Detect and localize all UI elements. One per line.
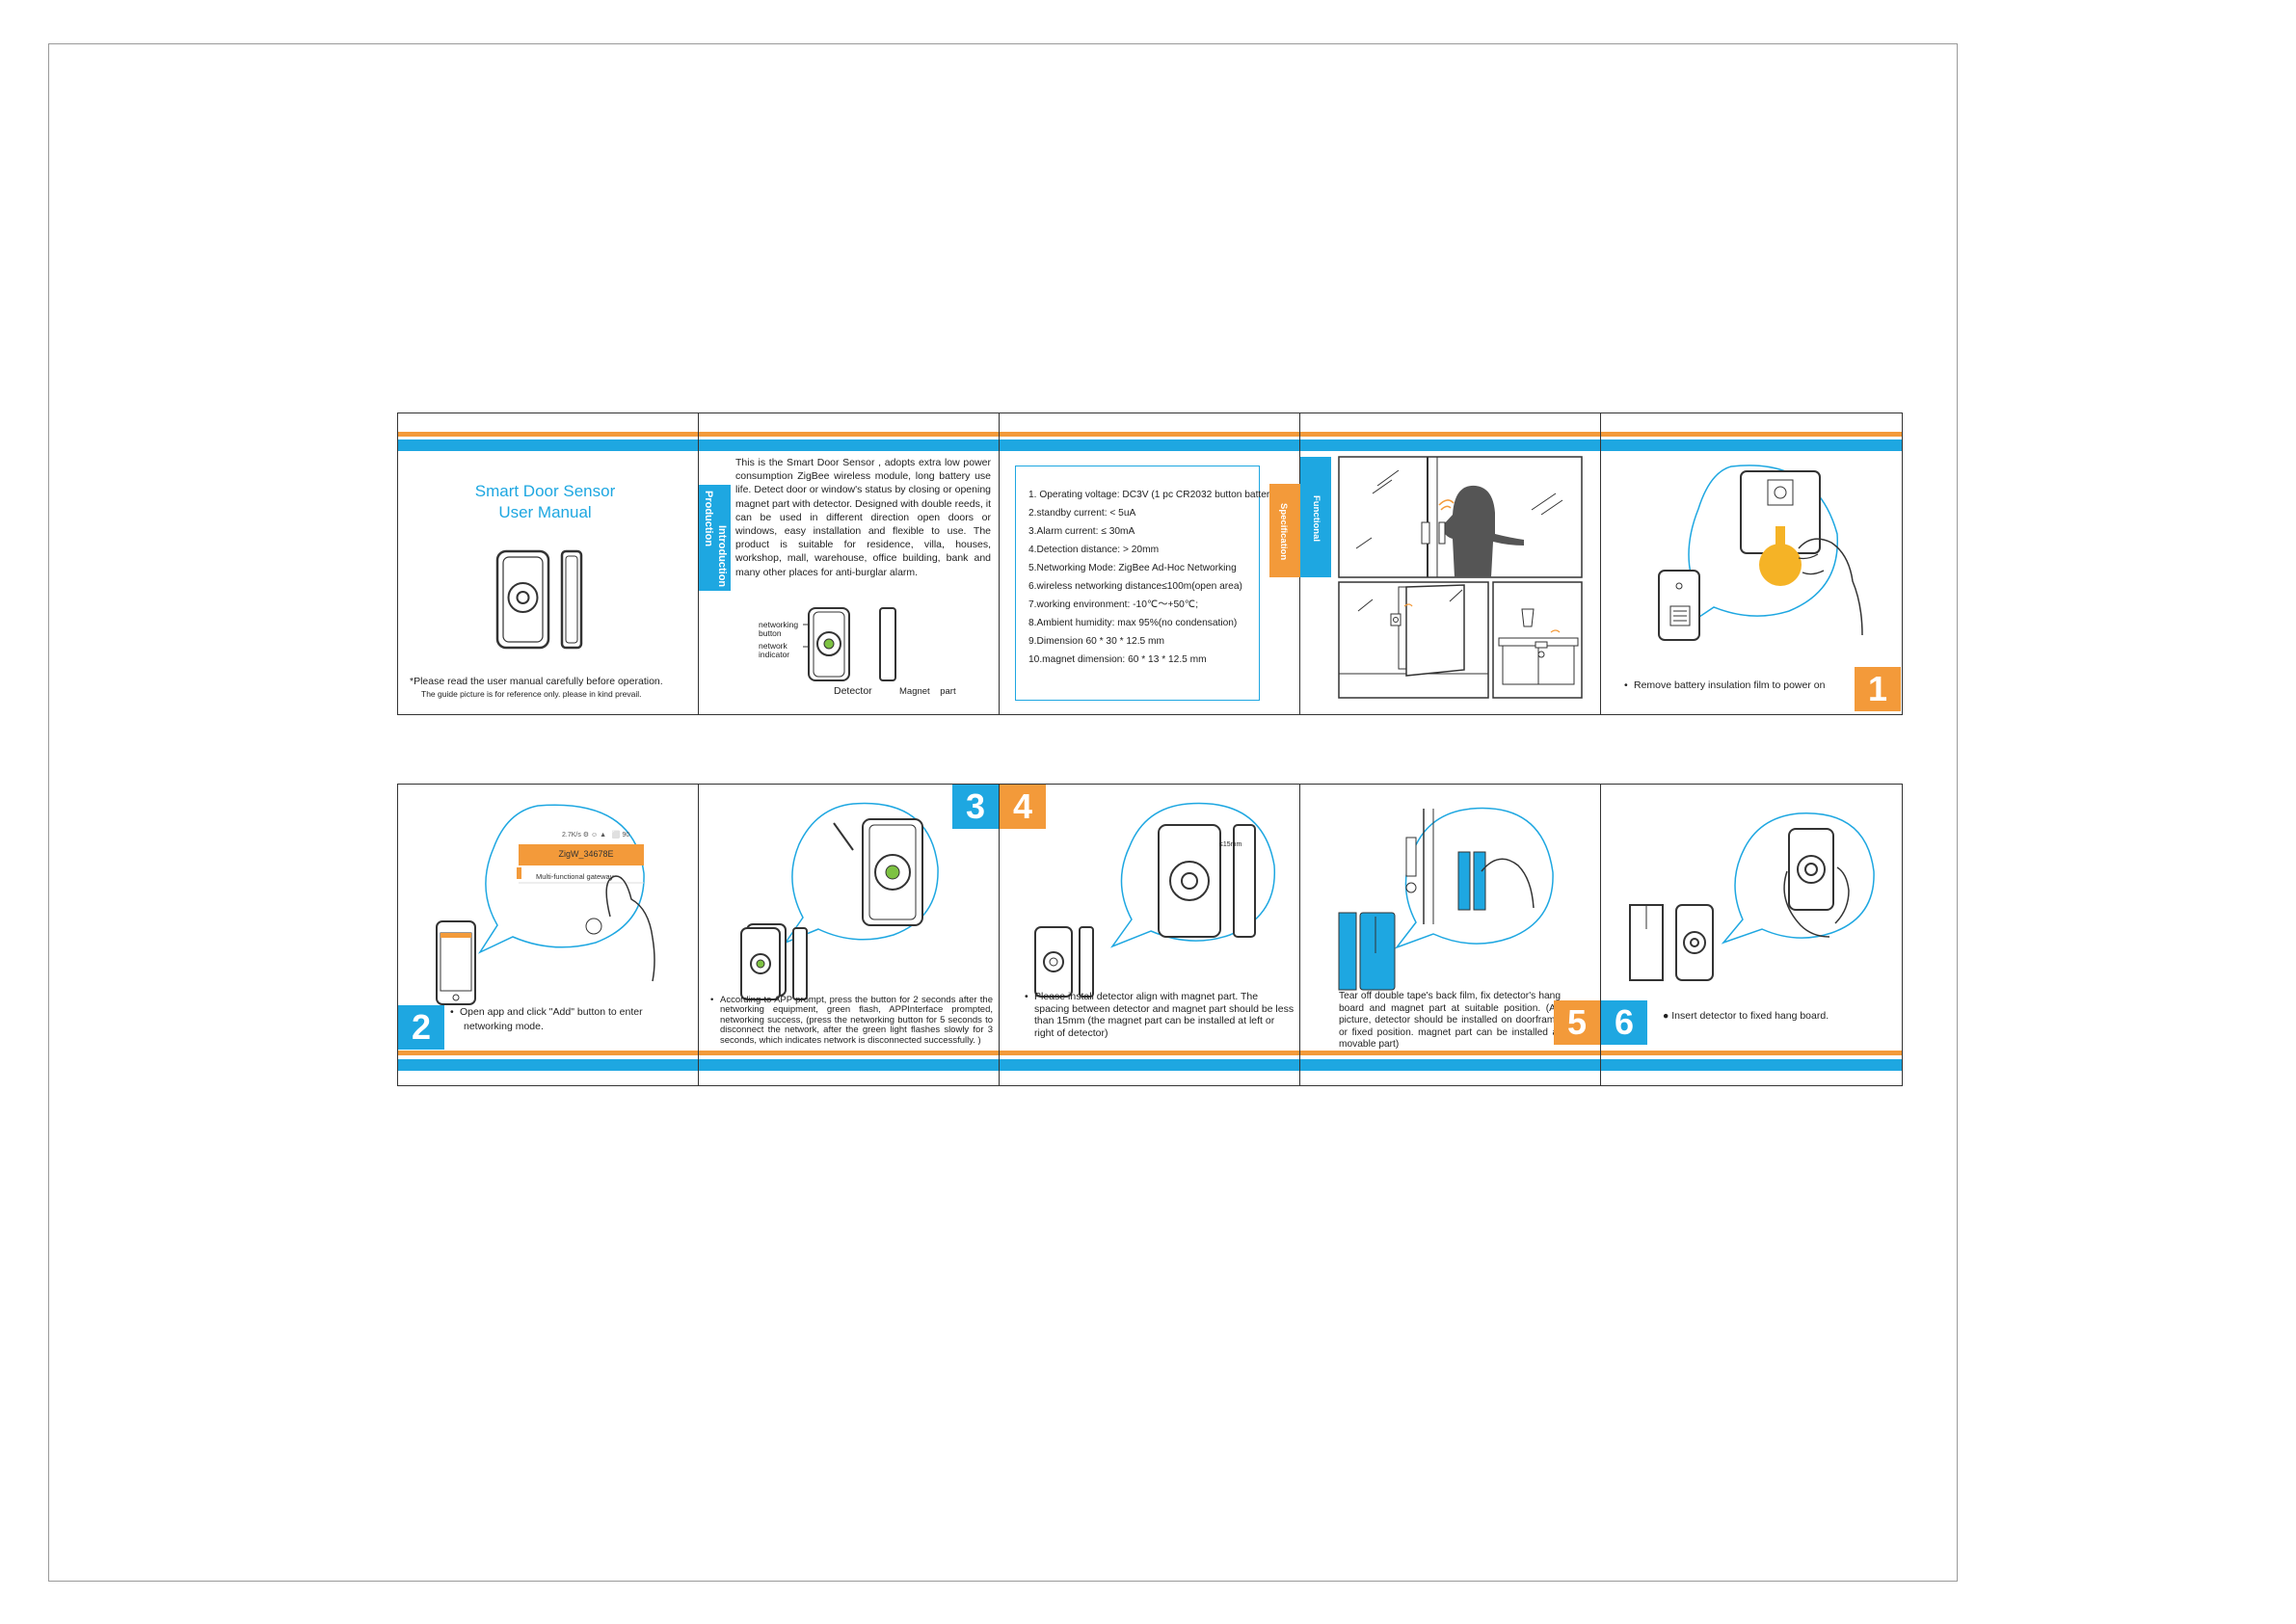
panel-step-3: 3 According to APP prompt, press the but…	[699, 785, 1000, 1085]
step6-text-body: Insert detector to fixed hang board.	[1671, 1010, 1829, 1022]
step1-number: 1	[1855, 667, 1901, 711]
phone-app-illustration	[436, 804, 655, 1005]
step6-number: 6	[1601, 1000, 1647, 1045]
spec-tab-line2: Specification	[1278, 503, 1289, 561]
intro-tab: Production Introduction	[699, 485, 731, 591]
cover-note-line1: *Please read the user manual carefully b…	[410, 676, 663, 687]
step2-number: 2	[398, 1005, 444, 1050]
sheet-front: Smart Door Sensor User Manual *Please re…	[397, 413, 1903, 715]
spec-item: 7.working environment: -10℃～+50℃;	[1028, 599, 1199, 610]
orange-stripe	[398, 1051, 1902, 1055]
spec-item: 3.Alarm current: ≤ 30mA	[1028, 526, 1135, 537]
spec-item: 8.Ambient humidity: max 95%(no condensat…	[1028, 618, 1238, 628]
intro-tab-line1: Production	[703, 491, 714, 547]
blue-stripe	[398, 439, 1902, 451]
label-magnet: Magnet part	[899, 686, 956, 697]
phone-title: ZigW_34678E	[558, 849, 614, 859]
intro-tab-line2: Introduction	[716, 525, 728, 588]
label-network-indicator: network indicator	[759, 641, 790, 659]
sheet-back: 2.7K/s ⚙ ☺ ▲ ⬜ 90 ZigW_34678E Multi-func…	[397, 784, 1903, 1086]
intro-detector-illustration	[803, 607, 896, 681]
gap-label: ≤15mm	[1219, 841, 1242, 848]
panel-step-2: 2.7K/s ⚙ ☺ ▲ ⬜ 90 ZigW_34678E Multi-func…	[398, 785, 699, 1085]
label-detector: Detector	[834, 685, 872, 697]
scene-burglar-door-illustration	[1338, 456, 1583, 578]
panel-step-5: Tear off double tape's back film, fix de…	[1300, 785, 1601, 1085]
spec-item: 2.standby current: < 5uA	[1028, 508, 1136, 519]
spec-tab: Functional Specification	[1269, 457, 1331, 577]
panel-specification: 1. Operating voltage: DC3V (1 pc CR2032 …	[1000, 413, 1300, 714]
scene-door-illustration	[1338, 581, 1489, 699]
panel-cover: Smart Door Sensor User Manual *Please re…	[398, 413, 699, 714]
scene-cabinet-illustration	[1492, 581, 1583, 699]
panel-step-6: 6 ● Insert detector to fixed hang board.	[1601, 785, 1901, 1085]
spec-item: 10.magnet dimension: 60 * 13 * 12.5 mm	[1028, 654, 1207, 665]
step1-text: Remove battery insulation film to power …	[1624, 679, 1825, 692]
panel-introduction: Production Introduction This is the Smar…	[699, 413, 1000, 714]
step3-text: According to APP prompt, press the butto…	[710, 995, 993, 1046]
panel-step-4: 4 ≤15mm Please install detector align wi…	[1000, 785, 1300, 1085]
tape-install-illustration	[1338, 807, 1554, 991]
phone-status-bar: 2.7K/s ⚙ ☺ ▲ ⬜ 90	[562, 832, 630, 839]
step2-text-line1: Open app and click "Add" button to enter	[450, 1006, 643, 1019]
intro-paragraph: This is the Smart Door Sensor , adopts e…	[735, 457, 991, 578]
spec-list: 1. Operating voltage: DC3V (1 pc CR2032 …	[1028, 489, 1308, 672]
spec-item: 4.Detection distance: > 20mm	[1028, 545, 1160, 555]
cover-title-line2: User Manual	[498, 503, 592, 521]
spec-tab-line1: Functional	[1311, 495, 1322, 543]
step6-text: ● Insert detector to fixed hang board.	[1663, 1010, 1829, 1022]
label-networking-button: networking button	[759, 620, 799, 638]
spec-item: 6.wireless networking distance≤100m(open…	[1028, 581, 1242, 592]
phone-item: Multi-functional gateway	[536, 872, 614, 881]
cover-title: Smart Door Sensor User Manual	[398, 481, 692, 523]
page-frame	[48, 43, 1958, 1582]
step4-text: Please install detector align with magne…	[1025, 991, 1295, 1039]
insert-detector-illustration	[1629, 812, 1875, 981]
step5-text: Tear off double tape's back film, fix de…	[1339, 991, 1561, 1050]
press-button-illustration	[740, 802, 939, 1000]
panel-scenes: Functional Specification	[1269, 413, 1601, 714]
spec-item: 5.Networking Mode: ZigBee Ad-Hoc Network…	[1028, 563, 1237, 573]
spec-item: 1. Operating voltage: DC3V (1 pc CR2032 …	[1028, 490, 1278, 500]
step4-number: 4	[1000, 785, 1046, 829]
align-magnet-illustration	[1034, 802, 1276, 998]
orange-stripe	[398, 432, 1902, 437]
step5-number: 5	[1554, 1000, 1600, 1045]
panel-step-1: Remove battery insulation film to power …	[1601, 413, 1901, 714]
spec-item: 9.Dimension 60 * 30 * 12.5 mm	[1028, 636, 1164, 647]
cover-title-line1: Smart Door Sensor	[474, 482, 616, 500]
cover-device-illustration	[495, 549, 583, 650]
cover-note-line2: The guide picture is for reference only.…	[421, 689, 642, 699]
spec-box	[1015, 466, 1260, 701]
battery-insulation-illustration	[1658, 465, 1863, 641]
blue-stripe	[398, 1059, 1902, 1071]
step2-text-line2: networking mode.	[464, 1021, 544, 1032]
step3-number: 3	[952, 785, 999, 829]
